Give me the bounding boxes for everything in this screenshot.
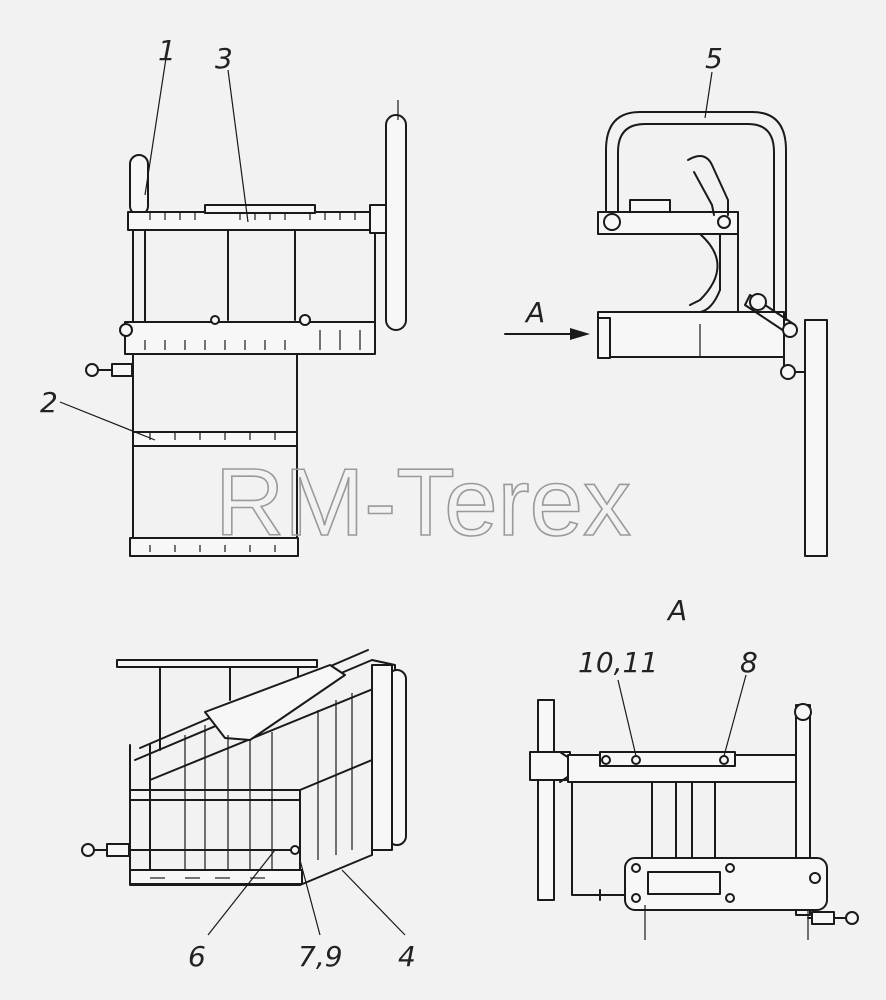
callout-10-11: 10,11 [578,646,658,679]
arrow-a-label: A [524,296,545,329]
callout-6: 6 [188,940,206,973]
callout-2: 2 [40,386,58,419]
callout-1: 1 [158,34,176,67]
watermark: RM-Terex [215,449,631,556]
callout-4: 4 [398,940,416,973]
callout-8: 8 [740,646,758,679]
side-view [504,71,828,557]
front-view [59,44,407,557]
isometric-view [81,649,407,936]
callout-3: 3 [215,42,233,75]
callout-7-9: 7,9 [298,940,343,973]
callout-5: 5 [705,42,723,75]
view-a-label: A [666,594,687,627]
view-a [529,674,859,940]
